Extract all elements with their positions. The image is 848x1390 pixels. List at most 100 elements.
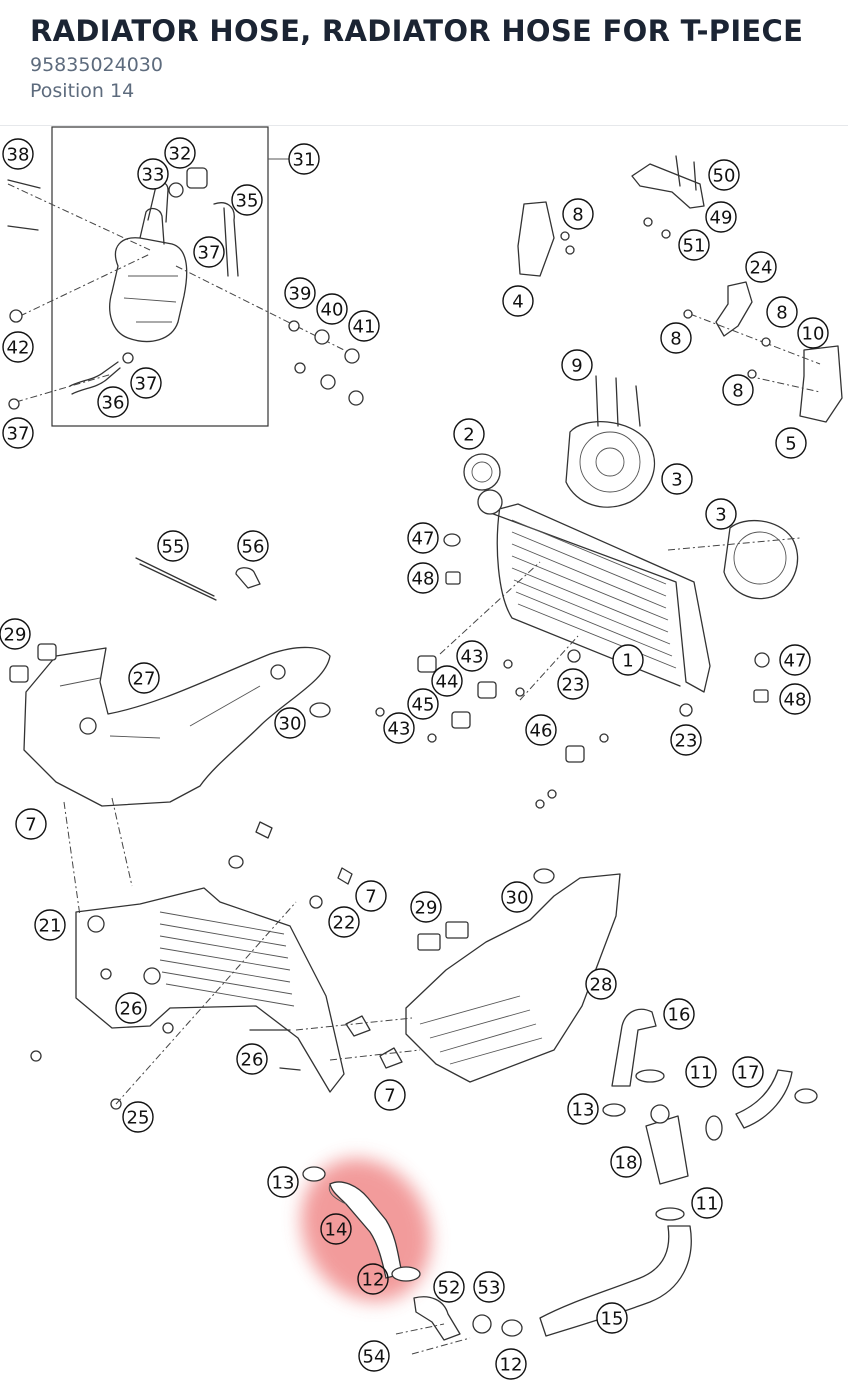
callout-16[interactable]: 16 [663, 998, 695, 1030]
callout-17[interactable]: 17 [732, 1056, 764, 1088]
callout-14[interactable]: 14 [320, 1213, 352, 1245]
callout-12[interactable]: 12 [357, 1263, 389, 1295]
callout-46[interactable]: 46 [525, 714, 557, 746]
callout-36[interactable]: 36 [97, 386, 129, 418]
callout-24[interactable]: 24 [745, 251, 777, 283]
callout-number: 8 [732, 381, 743, 402]
callout-7[interactable]: 7 [374, 1079, 406, 1111]
callout-13[interactable]: 13 [267, 1166, 299, 1198]
callout-45[interactable]: 45 [407, 688, 439, 720]
callout-22[interactable]: 22 [328, 906, 360, 938]
callout-23[interactable]: 23 [670, 724, 702, 756]
callout-35[interactable]: 35 [231, 184, 263, 216]
callout-number: 3 [671, 470, 682, 491]
callout-53[interactable]: 53 [473, 1271, 505, 1303]
callout-41[interactable]: 41 [348, 310, 380, 342]
callout-30[interactable]: 30 [501, 881, 533, 913]
callout-number: 47 [784, 651, 807, 672]
callout-4[interactable]: 4 [502, 285, 534, 317]
callout-number: 40 [321, 300, 344, 321]
callout-37[interactable]: 37 [130, 367, 162, 399]
page-title: RADIATOR HOSE, RADIATOR HOSE FOR T-PIECE [30, 14, 804, 48]
callout-1[interactable]: 1 [612, 644, 644, 676]
callout-40[interactable]: 40 [316, 293, 348, 325]
callout-11[interactable]: 11 [691, 1187, 723, 1219]
callout-43[interactable]: 43 [456, 640, 488, 672]
callout-circle [708, 159, 740, 191]
callout-7[interactable]: 7 [15, 808, 47, 840]
expansion-tank-group [7, 126, 364, 427]
callout-47[interactable]: 47 [779, 644, 811, 676]
callout-42[interactable]: 42 [2, 331, 34, 363]
callout-circle [407, 688, 439, 720]
callout-number: 7 [365, 887, 376, 908]
callout-31[interactable]: 31 [288, 143, 320, 175]
callout-29[interactable]: 29 [410, 891, 442, 923]
callout-3[interactable]: 3 [705, 498, 737, 530]
callout-54[interactable]: 54 [358, 1340, 390, 1372]
callout-number: 48 [784, 690, 807, 711]
bracket-group-top-right [517, 155, 843, 423]
callout-3[interactable]: 3 [661, 463, 693, 495]
callout-26[interactable]: 26 [115, 992, 147, 1024]
callout-26[interactable]: 26 [236, 1043, 268, 1075]
callout-number: 54 [363, 1347, 386, 1368]
callout-55[interactable]: 55 [157, 530, 189, 562]
callout-2[interactable]: 2 [453, 418, 485, 450]
callout-32[interactable]: 32 [164, 137, 196, 169]
callout-39[interactable]: 39 [284, 277, 316, 309]
callout-8[interactable]: 8 [562, 198, 594, 230]
callout-49[interactable]: 49 [705, 201, 737, 233]
callout-15[interactable]: 15 [596, 1302, 628, 1334]
callout-11[interactable]: 11 [685, 1056, 717, 1088]
callout-27[interactable]: 27 [128, 662, 160, 694]
callout-number: 7 [384, 1086, 395, 1107]
callout-44[interactable]: 44 [431, 665, 463, 697]
callout-37[interactable]: 37 [193, 236, 225, 268]
callout-43[interactable]: 43 [383, 712, 415, 744]
callout-51[interactable]: 51 [678, 229, 710, 261]
callout-52[interactable]: 52 [433, 1271, 465, 1303]
callout-28[interactable]: 28 [585, 968, 617, 1000]
callout-number: 13 [272, 1173, 295, 1194]
callout-25[interactable]: 25 [122, 1101, 154, 1133]
callout-number: 38 [7, 145, 30, 166]
callout-56[interactable]: 56 [237, 530, 269, 562]
callout-10[interactable]: 10 [797, 317, 829, 349]
callout-13[interactable]: 13 [567, 1093, 599, 1125]
callout-circle [374, 1079, 406, 1111]
callout-circle [502, 285, 534, 317]
callout-12[interactable]: 12 [495, 1348, 527, 1380]
callout-30[interactable]: 30 [274, 707, 306, 739]
callout-29[interactable]: 29 [0, 618, 31, 650]
callout-circle [2, 417, 34, 449]
callout-circle [691, 1187, 723, 1219]
callout-8[interactable]: 8 [722, 374, 754, 406]
callout-5[interactable]: 5 [775, 427, 807, 459]
callout-circle [320, 1213, 352, 1245]
callout-50[interactable]: 50 [708, 159, 740, 191]
callout-37[interactable]: 37 [2, 417, 34, 449]
callout-18[interactable]: 18 [610, 1146, 642, 1178]
callout-circle [685, 1056, 717, 1088]
lower-shroud-left-group [30, 855, 345, 1110]
callout-number: 48 [412, 569, 435, 590]
callout-21[interactable]: 21 [34, 909, 66, 941]
callout-8[interactable]: 8 [766, 296, 798, 328]
callout-circle [612, 644, 644, 676]
callout-7[interactable]: 7 [355, 880, 387, 912]
callout-48[interactable]: 48 [779, 683, 811, 715]
callout-38[interactable]: 38 [2, 138, 34, 170]
callout-number: 14 [325, 1220, 348, 1241]
callout-47[interactable]: 47 [407, 522, 439, 554]
callout-circle [766, 296, 798, 328]
callout-33[interactable]: 33 [137, 158, 169, 190]
callout-number: 44 [436, 672, 459, 693]
callout-8[interactable]: 8 [660, 322, 692, 354]
callout-circle [562, 198, 594, 230]
callout-9[interactable]: 9 [561, 349, 593, 381]
callout-circle [193, 236, 225, 268]
callout-number: 50 [713, 166, 736, 187]
callout-23[interactable]: 23 [557, 668, 589, 700]
callout-48[interactable]: 48 [407, 562, 439, 594]
